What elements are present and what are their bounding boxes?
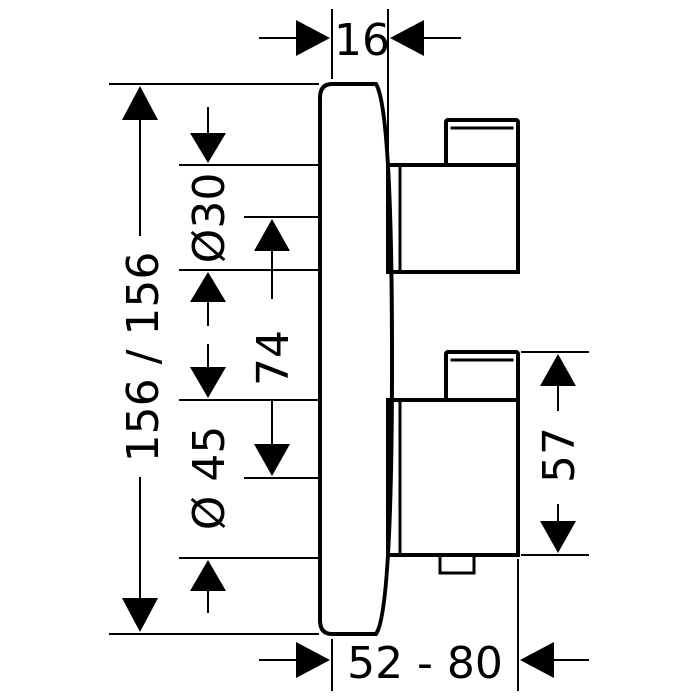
arrowhead bbox=[254, 219, 290, 251]
dim-depth-range: 52 - 80 bbox=[347, 638, 503, 689]
dim-handle-height: 57 bbox=[534, 427, 585, 483]
arrowhead bbox=[254, 444, 290, 476]
lower-handle-knob bbox=[438, 553, 476, 575]
dim-top-width: 16 bbox=[334, 15, 390, 66]
dim-center-distance: 74 bbox=[248, 330, 299, 386]
arrowhead bbox=[296, 20, 330, 56]
arrowhead bbox=[190, 560, 226, 591]
arrowhead bbox=[390, 20, 424, 56]
dim-diameter-large: Ø 45 bbox=[184, 426, 235, 531]
arrowhead bbox=[540, 354, 576, 386]
arrowhead bbox=[540, 521, 576, 553]
arrowhead bbox=[122, 598, 158, 632]
upper-handle-lever bbox=[444, 118, 520, 167]
arrowhead bbox=[190, 272, 226, 302]
arrowhead bbox=[190, 133, 226, 163]
wall-plate bbox=[318, 82, 395, 636]
arrowhead bbox=[296, 642, 330, 678]
upper-handle-body bbox=[386, 163, 520, 274]
lower-handle-lever bbox=[444, 350, 520, 402]
arrowhead bbox=[520, 642, 554, 678]
lower-handle-body bbox=[386, 398, 520, 557]
arrowhead bbox=[190, 367, 226, 398]
arrowhead bbox=[122, 86, 158, 120]
dim-vertical-total: 156 / 156 bbox=[118, 252, 169, 463]
dim-diameter-small: Ø30 bbox=[184, 173, 235, 264]
